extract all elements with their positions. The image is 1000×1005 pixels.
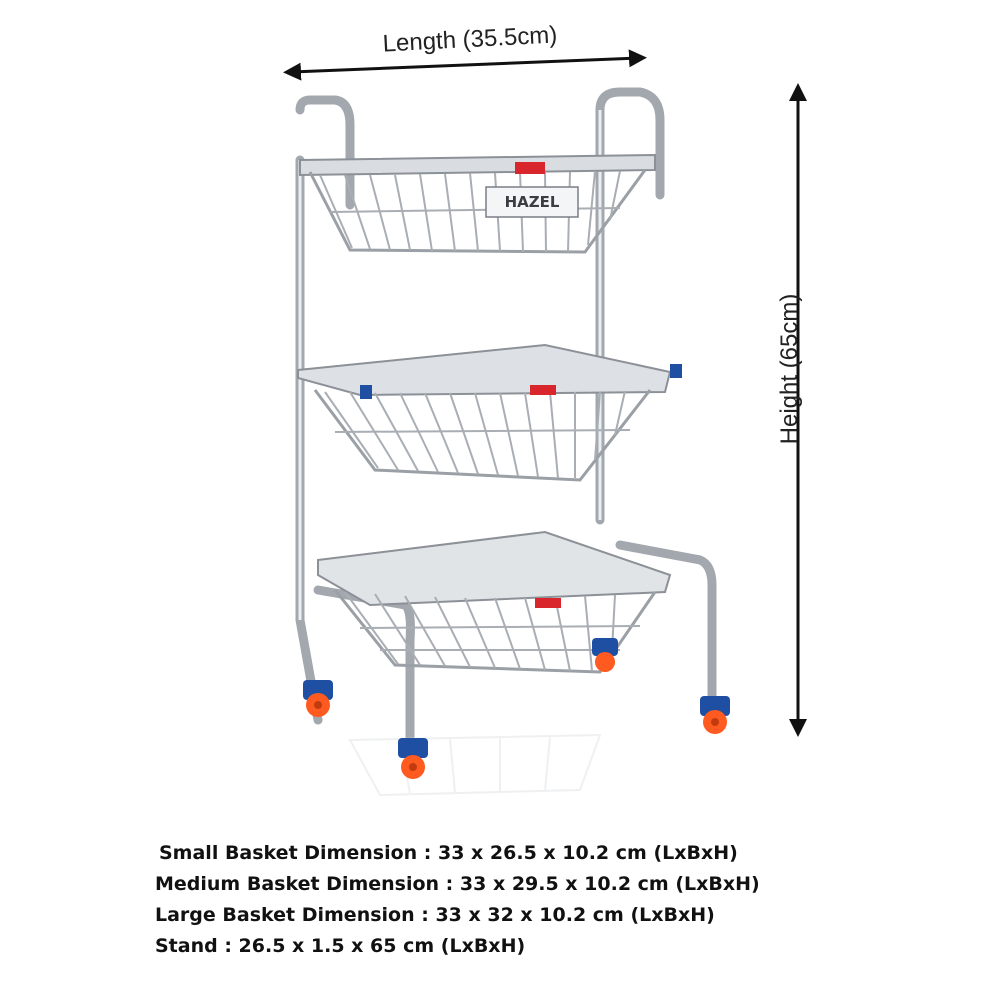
caster-clip [360,385,372,399]
spec-small-basket: Small Basket Dimension : 33 x 26.5 x 10.… [159,842,738,864]
spec-list: Small Basket Dimension : 33 x 26.5 x 10.… [155,838,955,962]
brand-tag [535,598,561,608]
length-arrow [283,49,647,81]
wheel-back-left [303,680,333,717]
wheel-front-right [700,696,730,734]
wheel-front-left [398,738,428,779]
floor-reflection [348,733,602,797]
wheel-back-right [592,638,618,672]
brand-logo-text: HAZEL [505,193,560,211]
brand-tag [515,162,545,174]
height-label: Height (65cm) [776,293,803,445]
spec-stand: Stand : 26.5 x 1.5 x 65 cm (LxBxH) [155,935,526,957]
spec-large-basket: Large Basket Dimension : 33 x 32 x 10.2 … [155,904,715,926]
small-basket: HAZEL [299,153,656,254]
spec-medium-basket: Medium Basket Dimension : 33 x 29.5 x 10… [155,873,760,895]
caster-clip [670,364,682,378]
large-basket [317,530,672,674]
medium-basket [297,343,682,482]
brand-plate [485,186,579,218]
brand-tag [530,385,556,395]
